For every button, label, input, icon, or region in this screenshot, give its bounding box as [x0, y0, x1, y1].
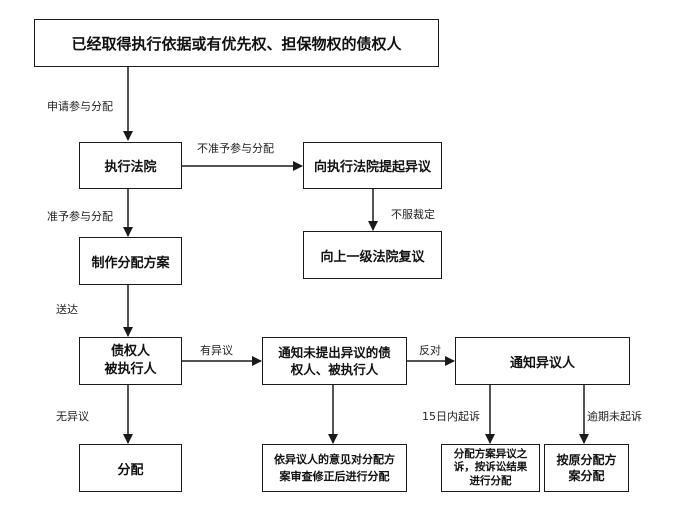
- parties-node: 债权人 被执行人: [79, 337, 182, 385]
- notify-non-objectors-node: 通知未提出异议的债 权人、被执行人: [262, 337, 407, 385]
- edge-label-overdue-no-suit: 逾期未起诉: [587, 410, 642, 423]
- edge-label-not-allowed: 不准予参与分配: [197, 142, 274, 155]
- edge-label-no-objection: 无异议: [56, 410, 89, 423]
- court-node: 执行法院: [79, 142, 182, 189]
- edge-label-oppose: 反对: [419, 344, 441, 357]
- edge-label-has-objection: 有异议: [200, 344, 233, 357]
- edge-label-allowed: 准予参与分配: [47, 210, 113, 223]
- edge-label-sue-in-15-days: 15日内起诉: [422, 410, 480, 423]
- creditor-node: 已经取得执行依据或有优先权、担保物权的债权人: [34, 19, 439, 67]
- higher-court-review-node: 向上一级法院复议: [303, 231, 442, 279]
- edge-label-deliver: 送达: [56, 303, 78, 316]
- edge-label-apply: 申请参与分配: [47, 100, 113, 113]
- make-plan-node: 制作分配方案: [79, 237, 182, 285]
- original-plan-node: 按原分配方 案分配: [544, 444, 629, 492]
- distribute-node: 分配: [79, 444, 182, 492]
- notify-objector-node: 通知异议人: [455, 337, 630, 385]
- edge-label-not-satisfied: 不服裁定: [391, 208, 435, 221]
- lawsuit-node: 分配方案异议之 诉，按诉讼结果 进行分配: [441, 444, 540, 492]
- objection-to-court-node: 向执行法院提起异议: [303, 142, 442, 189]
- review-plan-node: 依异议人的意见对分配方 案审查修正后进行分配: [262, 444, 407, 492]
